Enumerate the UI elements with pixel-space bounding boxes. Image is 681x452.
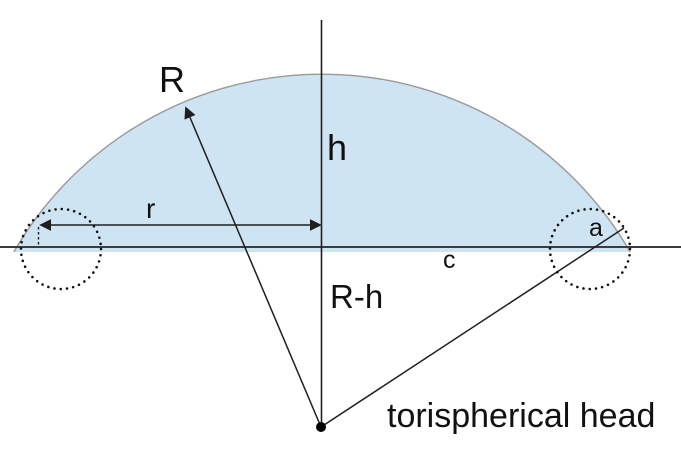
radius-R-arrow: [184, 106, 322, 428]
slant-line-to-a: [320, 227, 625, 428]
label-chord: c: [443, 246, 456, 274]
label-dome-height: h: [327, 127, 347, 168]
knuckle-circle-left: [19, 207, 103, 291]
label-knuckle-point: a: [589, 214, 603, 242]
label-center-to-chord: R-h: [330, 278, 383, 315]
knuckle-circle-right: [548, 207, 632, 291]
caption-title: torispherical head: [387, 397, 655, 435]
label-sphere-radius: R: [159, 59, 185, 100]
label-dish-radius: r: [146, 193, 155, 224]
sphere-center-dot: [316, 422, 326, 432]
